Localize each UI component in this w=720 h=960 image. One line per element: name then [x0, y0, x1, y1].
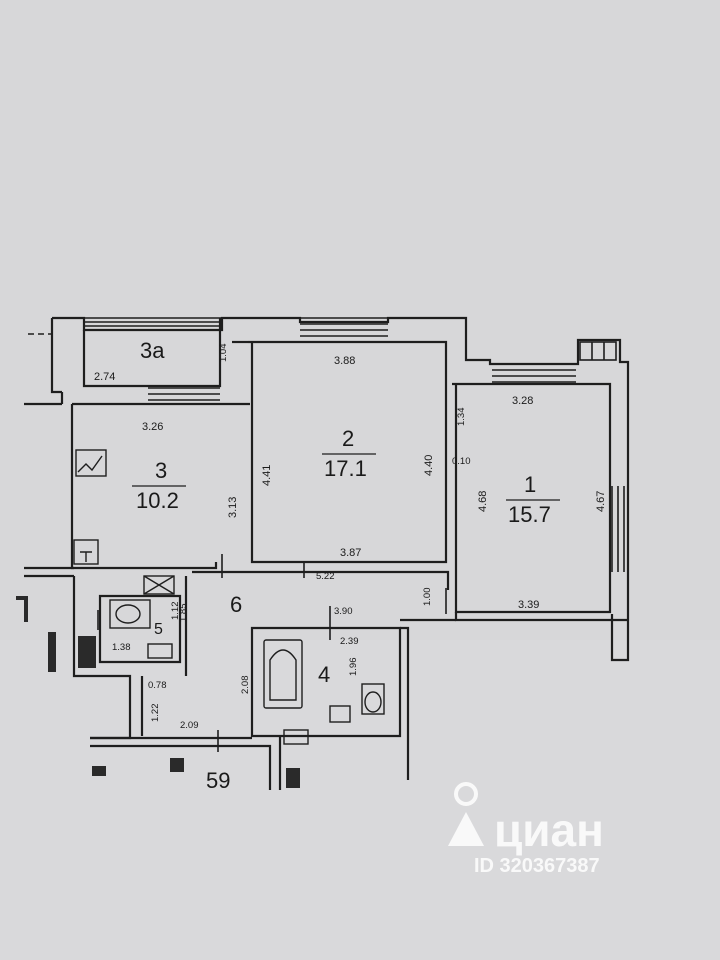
dim-r5-112: 1.12	[170, 602, 181, 621]
room-labels: 3а 3 10.2 2 17.1 1 15.7 4 5 6	[132, 338, 560, 687]
dim-r5-138: 1.38	[112, 642, 131, 653]
dim-c-078: 0.78	[148, 680, 167, 691]
watermark: циан ID 320367387	[448, 782, 604, 877]
dim-r1-top: 3.28	[512, 395, 533, 407]
dim-r2-bottom: 3.87	[340, 547, 361, 559]
dim-c-209: 2.09	[180, 720, 199, 731]
fixtures	[73, 449, 385, 745]
room-5-number: 5	[154, 621, 163, 638]
dim-r1-right: 4.67	[595, 491, 607, 512]
dim-r1-134: 1.34	[456, 408, 467, 427]
room-3-area: 10.2	[136, 488, 179, 513]
dim-r3a-depth: 1.04	[218, 344, 229, 363]
room-1-area: 15.7	[508, 502, 551, 527]
dim-r5-185: 1.85	[178, 604, 189, 623]
wall-blocks	[16, 596, 300, 788]
room-1-number: 1	[524, 472, 536, 497]
room-4-number: 4	[318, 662, 330, 687]
dim-r4-239: 2.39	[340, 636, 359, 647]
windows	[84, 317, 625, 572]
dim-hall-522: 5.22	[316, 571, 335, 582]
door-marks	[97, 554, 447, 752]
dim-c-122: 1.22	[150, 704, 161, 723]
location-pin-icon	[448, 782, 484, 846]
dim-r3-side: 3.13	[227, 497, 239, 518]
dim-r3a-width: 2.74	[94, 371, 115, 383]
dimension-labels: 2.74 1.04 3.26 3.13 3.88 4.41 4.40 3.87 …	[94, 344, 607, 732]
room-6-number: 6	[230, 592, 242, 617]
dim-r2-right: 4.40	[423, 455, 435, 476]
dim-r1-left: 4.68	[477, 491, 489, 512]
room-3a-number: 3а	[140, 338, 165, 363]
dim-r2-top: 3.88	[334, 355, 355, 367]
watermark-brand: циан	[494, 804, 604, 856]
room-2-area: 17.1	[324, 456, 367, 481]
dim-r4-390: 3.90	[334, 606, 353, 617]
watermark-id: ID 320367387	[474, 855, 600, 877]
dim-r1-100: 1.00	[422, 588, 433, 607]
dim-r4-208: 2.08	[240, 676, 251, 695]
dim-r4-196: 1.96	[348, 658, 359, 677]
dim-r1-bottom: 3.39	[518, 599, 539, 611]
room-3-number: 3	[155, 458, 167, 483]
dim-r2-left: 4.41	[261, 465, 273, 486]
dim-r3-top: 3.26	[142, 421, 163, 433]
dim-r1-010: 0.10	[452, 456, 471, 467]
building-number: 59	[206, 768, 230, 793]
room-2-number: 2	[342, 426, 354, 451]
